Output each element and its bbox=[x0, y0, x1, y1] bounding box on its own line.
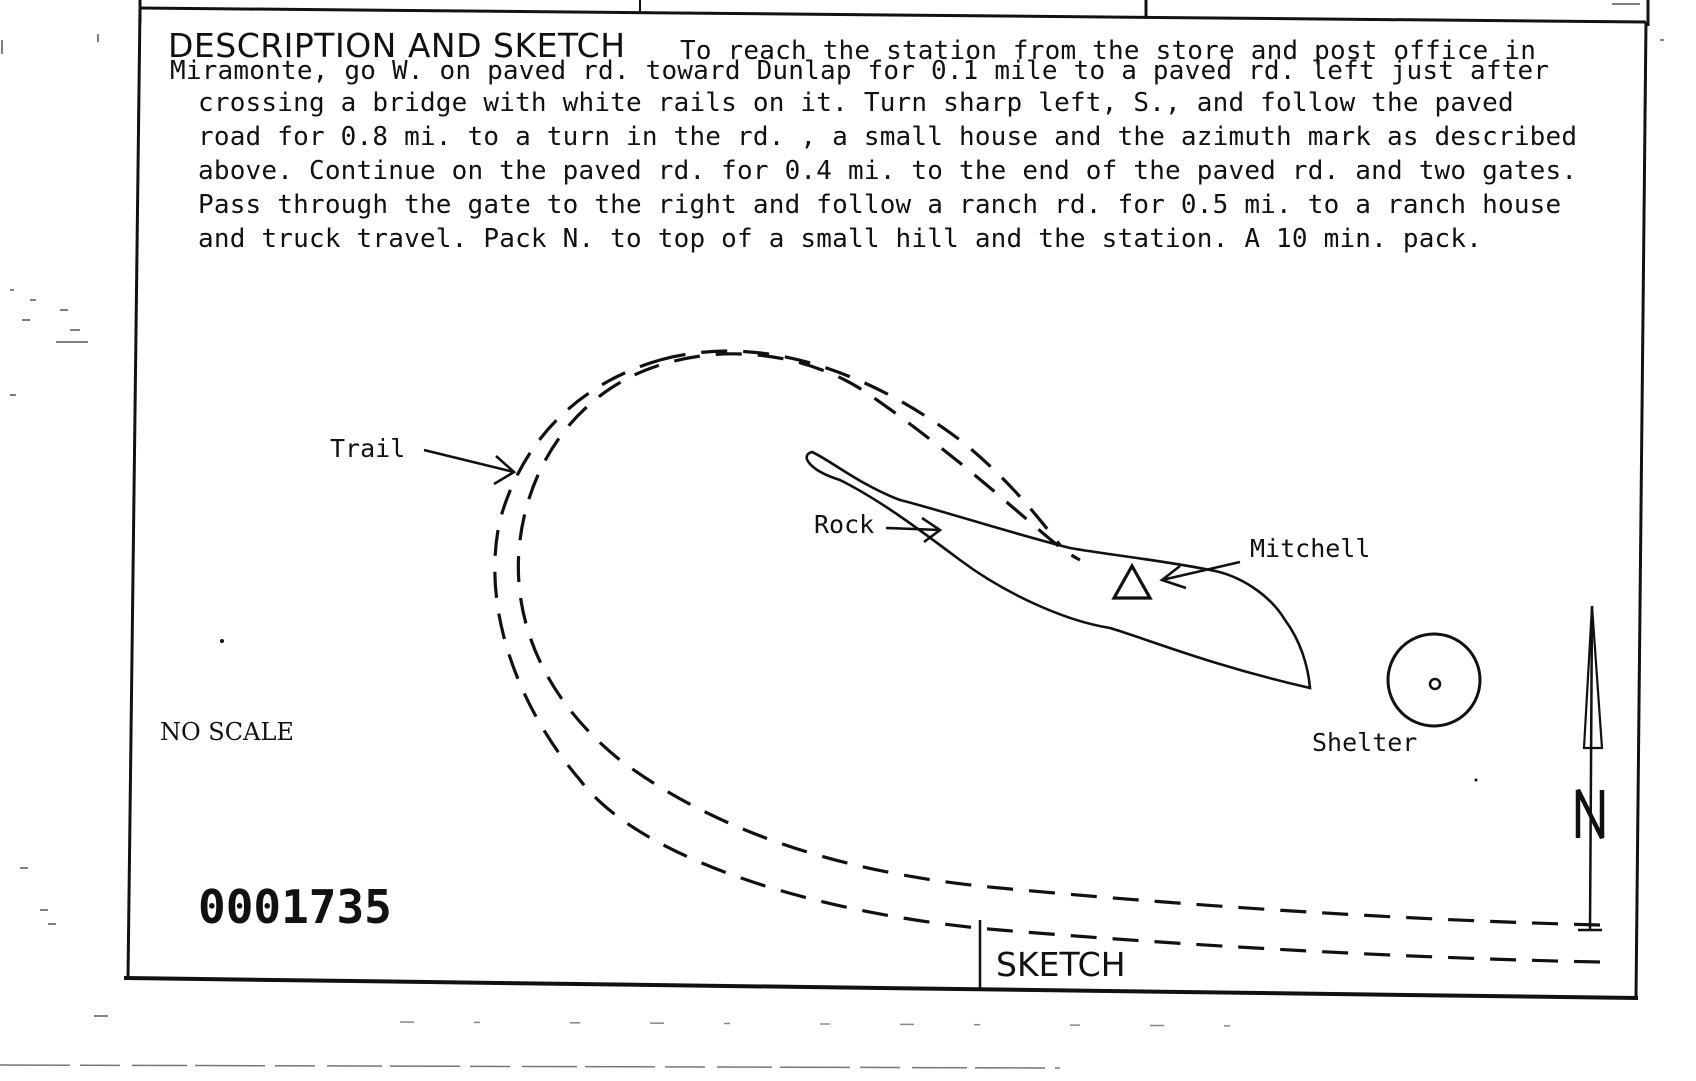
circle-shelter-icon bbox=[1386, 632, 1482, 728]
description-line-5: above. Continue on the paved rd. for 0.4… bbox=[198, 156, 1578, 186]
trail-label: Trail bbox=[330, 434, 406, 463]
description-line-4: road for 0.8 mi. to a turn in the rd. , … bbox=[198, 122, 1578, 152]
north-arrow-icon bbox=[1575, 605, 1605, 932]
description-line-6: Pass through the gate to the right and f… bbox=[198, 190, 1562, 220]
scan-specks bbox=[0, 3, 1664, 1069]
description-line-7: and truck travel. Pack N. to top of a sm… bbox=[198, 224, 1483, 254]
control-number: 0001735 bbox=[198, 880, 392, 934]
shelter-label: Shelter bbox=[1312, 728, 1418, 757]
triangle-station-icon bbox=[1111, 562, 1153, 600]
rock-outline bbox=[805, 450, 1312, 690]
rock-arrow bbox=[885, 526, 941, 532]
description-line-3: crossing a bridge with white rails on it… bbox=[198, 88, 1514, 118]
card-frame bbox=[123, 0, 1650, 1000]
mitchell-label: Mitchell bbox=[1250, 534, 1371, 563]
description-line-1: To reach the station from the store and … bbox=[680, 36, 1537, 66]
sketch-footer-label: SKETCH bbox=[996, 945, 1126, 984]
label-arrows bbox=[423, 448, 1241, 590]
mitchell-arrow bbox=[1161, 560, 1241, 582]
description-line-2: Miramonte, go W. on paved rd. toward Dun… bbox=[170, 56, 1550, 86]
rock-label: Rock bbox=[814, 510, 875, 539]
trail-path bbox=[493, 349, 1601, 964]
stray-dots bbox=[220, 639, 1478, 782]
no-scale-note: NO SCALE bbox=[160, 718, 294, 746]
trail-arrow bbox=[423, 448, 515, 474]
section-heading: DESCRIPTION AND SKETCH bbox=[168, 26, 626, 65]
